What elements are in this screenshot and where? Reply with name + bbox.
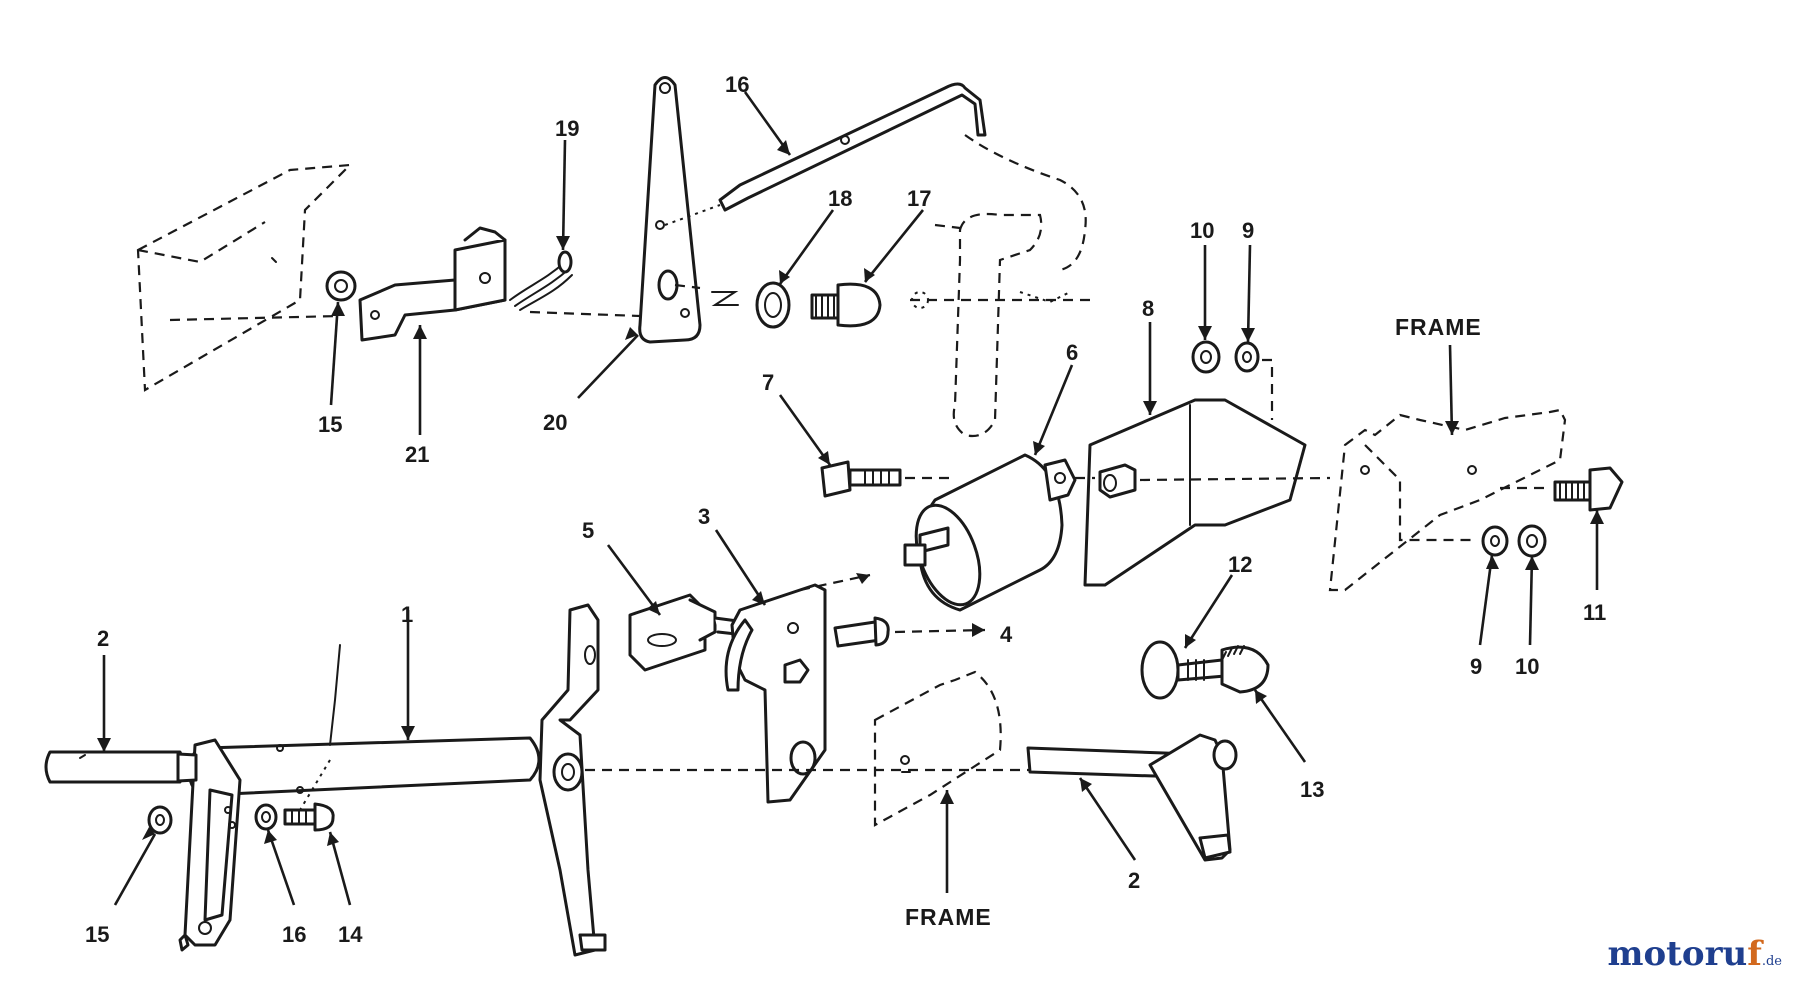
label-13: 13 (1300, 777, 1324, 802)
leader-9-upper (1246, 244, 1252, 343)
label-15-upper: 15 (318, 412, 342, 437)
axis-line-upper-left (169, 314, 341, 322)
label-17: 17 (907, 186, 931, 211)
leader-13 (1253, 689, 1307, 763)
part-5-clip (628, 593, 747, 672)
label-9-upper: 9 (1242, 218, 1254, 243)
upper-left-frame-plate (136, 163, 353, 392)
label-1: 1 (401, 602, 413, 627)
part-9-washer-upper (1234, 341, 1260, 373)
arrowheads (97, 140, 1604, 846)
part-20-lever (638, 76, 702, 344)
leader-9-lower (1478, 554, 1494, 646)
axis-line-plate (1139, 476, 1331, 482)
axis-line-3 (799, 573, 871, 592)
leader-18 (778, 209, 835, 285)
label-16-upper: 16 (725, 72, 749, 97)
label-frame-bottom: FRAME (905, 904, 992, 930)
part-14-screw (283, 802, 335, 832)
label-21: 21 (405, 442, 429, 467)
part-13-knob (1176, 645, 1270, 694)
label-15-lower: 15 (85, 922, 109, 947)
label-11: 11 (1583, 600, 1606, 625)
part-15-nut-upper (325, 270, 357, 302)
leader-6 (1033, 364, 1074, 456)
part-3-bracket (724, 583, 827, 804)
leader-7 (778, 394, 832, 466)
leader-14 (328, 831, 352, 906)
leader-frame-top (1448, 344, 1454, 436)
label-10-upper: 10 (1190, 218, 1214, 243)
part-10-nut-lower (1517, 524, 1547, 558)
leader-16-lower (266, 829, 296, 906)
part-15-nut-lower (147, 805, 173, 835)
leader-15-lower (113, 833, 157, 906)
part-4-pin (833, 616, 986, 648)
label-2-left: 2 (97, 626, 109, 651)
leader-15-upper (329, 301, 340, 406)
label-9-lower: 9 (1470, 654, 1482, 679)
axis-line-spring (529, 310, 641, 318)
part-10-nut-upper (1191, 340, 1221, 374)
label-8: 8 (1142, 296, 1154, 321)
axis-line-9-upper (1262, 358, 1274, 420)
leader-3 (714, 529, 767, 606)
label-6: 6 (1066, 340, 1078, 365)
part-2-pin-left (44, 750, 198, 784)
part-21-bracket (358, 226, 507, 342)
part-16-washer-lower (254, 803, 278, 831)
label-7: 7 (762, 370, 774, 395)
label-frame-top: FRAME (1395, 314, 1482, 340)
leader-12 (1183, 574, 1234, 649)
label-20: 20 (543, 410, 567, 435)
leader-17 (863, 209, 925, 283)
label-19: 19 (555, 116, 579, 141)
label-5: 5 (582, 518, 594, 543)
part-17-bolt (810, 282, 882, 328)
label-2-right: 2 (1128, 868, 1140, 893)
label-14: 14 (338, 922, 363, 947)
watermark-main: motoru (1607, 934, 1748, 974)
label-4: 4 (1000, 622, 1013, 647)
leader-20 (577, 334, 639, 399)
dashed-pedal-ghost (910, 134, 1095, 438)
part-16-rod (664, 82, 987, 226)
frame-plate-right (1328, 408, 1567, 592)
leader-2-right (1078, 777, 1137, 861)
part-18-lock-washer (755, 281, 791, 329)
part-12-knob-base (1140, 640, 1180, 700)
part-2-lever-right (1026, 733, 1238, 862)
label-3: 3 (698, 504, 710, 529)
label-18: 18 (828, 186, 852, 211)
watermark-accent: f (1747, 934, 1762, 974)
part-7-bolt (820, 460, 955, 498)
part-9-washer-lower (1481, 525, 1509, 557)
label-10-lower: 10 (1515, 654, 1539, 679)
leader-5 (606, 544, 662, 616)
label-12: 12 (1228, 552, 1252, 577)
leader-19 (561, 139, 567, 251)
leader-10-lower (1528, 555, 1534, 646)
part-1-main-shaft (178, 603, 607, 957)
watermark-suffix: .de (1761, 954, 1782, 969)
label-16-lower: 16 (282, 922, 306, 947)
part-6-cylinder (903, 453, 1095, 612)
part-11-bolt (1500, 466, 1624, 512)
part-19-spring (509, 250, 573, 311)
motoruf-watermark-logo: motoruf.de (1608, 934, 1782, 974)
part-8-mounting-plate (1083, 398, 1307, 587)
frame-plate-lower (873, 670, 1002, 827)
zigzag-line (674, 283, 739, 306)
